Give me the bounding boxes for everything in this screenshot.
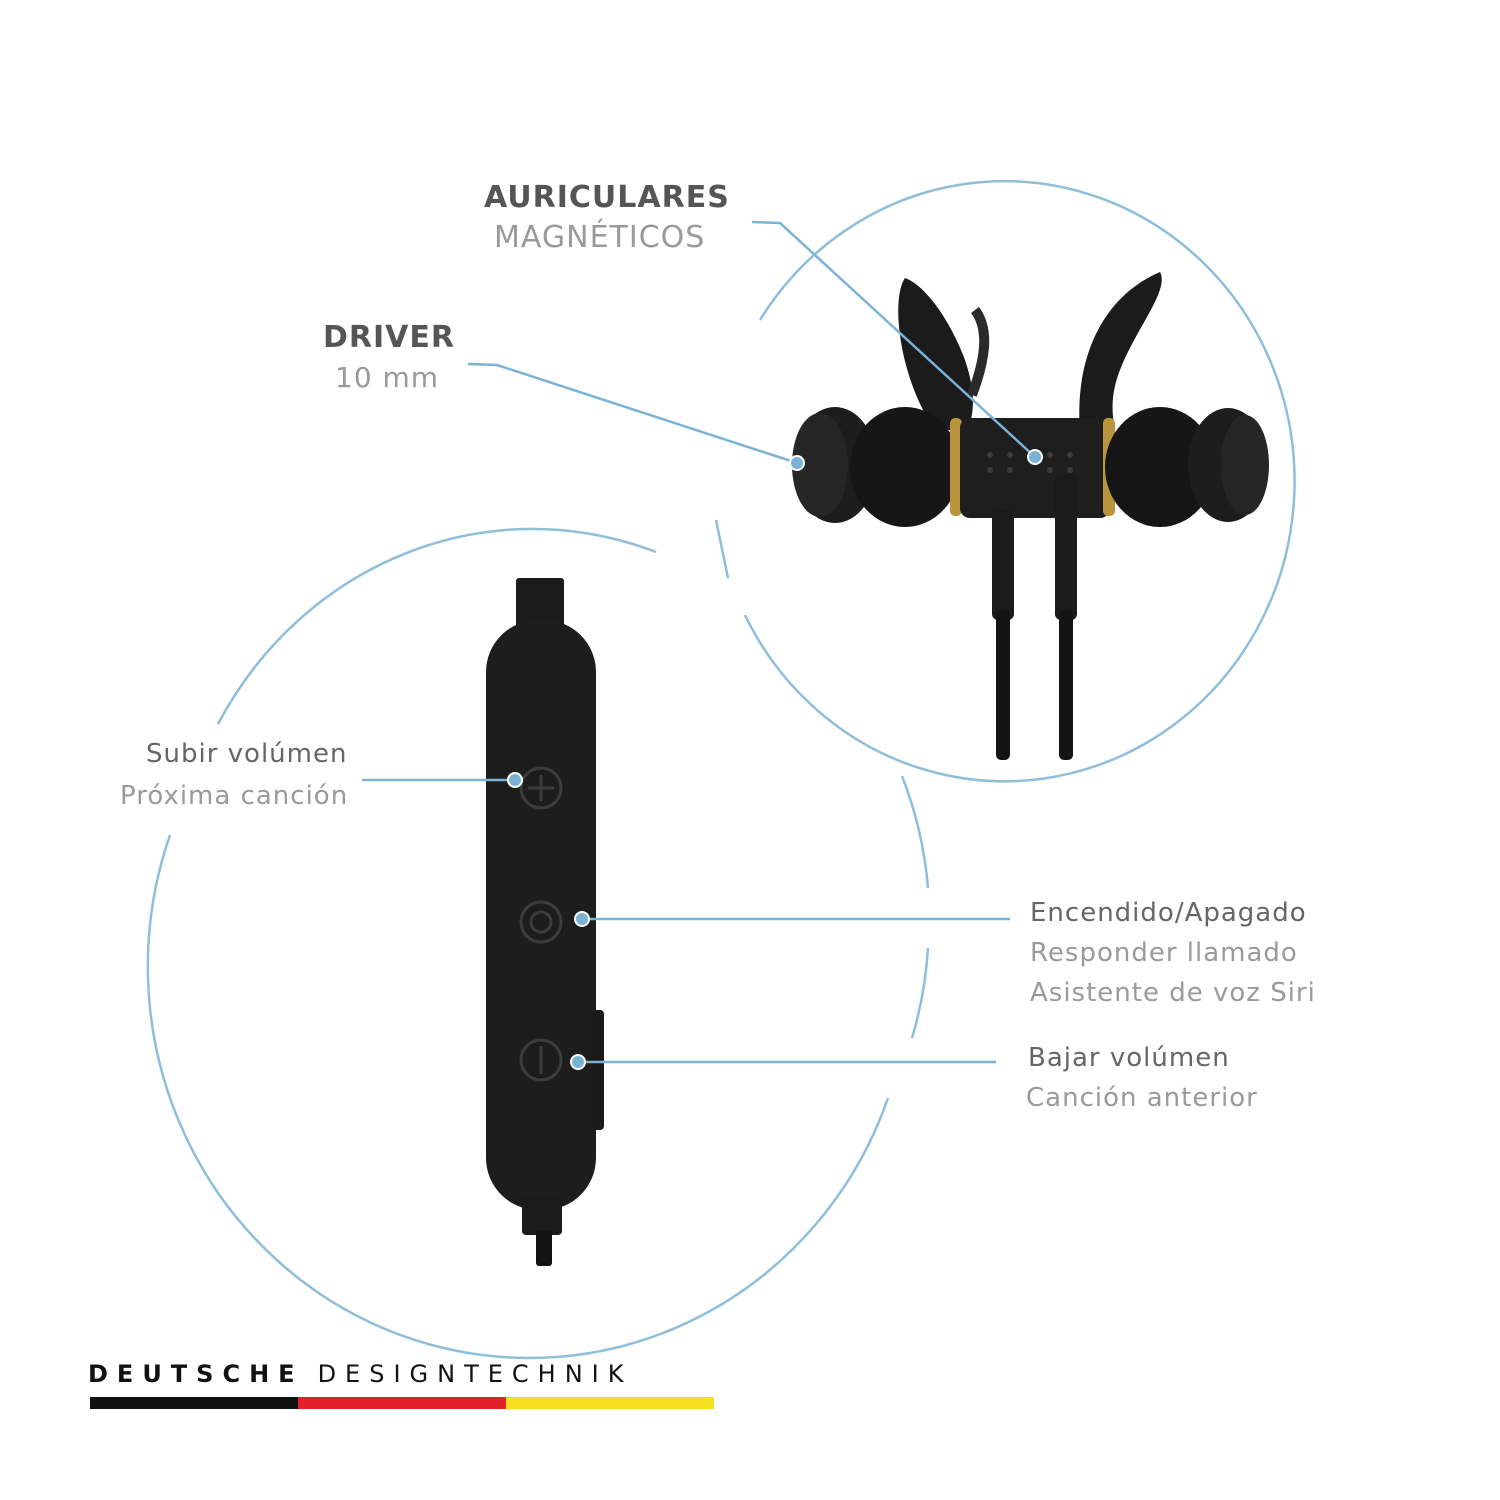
earbuds-circle — [714, 179, 1296, 783]
flag-yellow — [506, 1397, 714, 1409]
auriculares-subtitle: MAGNÉTICOS — [494, 220, 706, 255]
driver-subtitle: 10 mm — [335, 361, 440, 394]
flag-black — [90, 1397, 298, 1409]
remote-circle — [146, 527, 930, 1360]
flag-red — [298, 1397, 506, 1409]
remote-image — [486, 578, 604, 1266]
bajar-volumen-title: Bajar volúmen — [1028, 1043, 1230, 1073]
minus-icon — [519, 1038, 563, 1082]
auriculares-title: AURICULARES — [484, 180, 730, 215]
marker-dot-auriculares — [1027, 449, 1043, 465]
marker-dot-subir — [507, 772, 523, 788]
driver-title: DRIVER — [323, 320, 455, 355]
marker-dot-bajar — [570, 1054, 586, 1070]
encendido-subtitle-1: Responder llamado — [1030, 938, 1298, 968]
subir-volumen-subtitle: Próxima canción — [120, 781, 349, 811]
brand-word-2: DESIGNTECHNIK — [317, 1360, 633, 1388]
encendido-title: Encendido/Apagado — [1030, 898, 1307, 928]
power-icon — [519, 900, 563, 944]
brand-logo: DEUTSCHE DESIGNTECHNIK — [88, 1360, 632, 1388]
plus-icon — [519, 766, 563, 810]
encendido-subtitle-2: Asistente de voz Siri — [1030, 978, 1316, 1008]
marker-dot-encendido — [574, 911, 590, 927]
brand-word-1: DEUTSCHE — [88, 1360, 304, 1388]
marker-dot-driver — [789, 455, 805, 471]
bajar-volumen-subtitle: Canción anterior — [1026, 1083, 1258, 1113]
subir-volumen-title: Subir volúmen — [146, 739, 348, 769]
brand-flag-stripe — [90, 1397, 714, 1409]
earbuds-image — [792, 272, 1269, 760]
leader-lines — [362, 220, 1036, 1064]
